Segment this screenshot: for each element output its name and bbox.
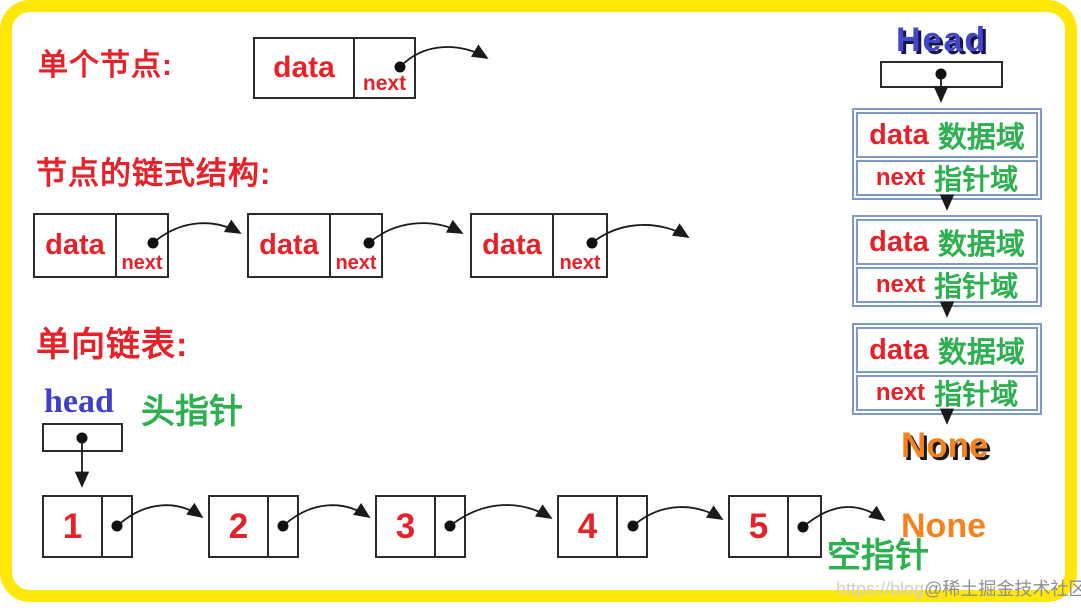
chain-node-1: data next — [33, 213, 169, 278]
watermark-url: https://blog — [836, 579, 925, 599]
pointer-dot — [444, 520, 456, 532]
data-field-label: data — [869, 225, 929, 258]
next-cell-label: next — [335, 252, 377, 274]
pointer-domain-label: 指针域 — [934, 164, 1019, 195]
arrow-chain-2-3 — [368, 219, 464, 244]
pointer-field-row: next 指针域 — [856, 267, 1038, 303]
arrow-list-4-5 — [632, 505, 724, 527]
pointer-domain-label: 指针域 — [934, 271, 1019, 302]
next-cell-label: next — [559, 252, 601, 274]
pointer-domain-label: 指针域 — [934, 379, 1019, 410]
pointer-dot — [277, 520, 289, 532]
data-cell: data — [249, 215, 331, 276]
pointer-dot — [363, 237, 375, 249]
none-label: None — [901, 507, 986, 545]
arrow-list-2-3 — [282, 502, 371, 527]
arrow-chain-3-out — [591, 223, 690, 244]
arrow-single-node-out — [399, 44, 489, 68]
data-cell: data — [472, 215, 554, 276]
next-cell-label: next — [362, 72, 407, 95]
next-cell: next — [117, 215, 167, 276]
list-node-1: 1 — [42, 495, 133, 558]
watermark: https://blog@稀土掘金技术社区 — [836, 579, 1081, 600]
chain-structure-label: 节点的链式结构: — [36, 156, 272, 191]
right-head-label: Head — [896, 21, 988, 59]
single-node-label: 单个节点: — [38, 49, 173, 82]
single-node-box: data next — [253, 37, 416, 99]
arrow-list-1-2 — [116, 502, 204, 527]
data-domain-label: 数据域 — [937, 122, 1025, 154]
arrow-chain-1-2 — [152, 219, 242, 244]
next-cell: next — [554, 215, 606, 276]
pointer-field-row: next 指针域 — [856, 160, 1038, 196]
right-none-label: None — [901, 426, 989, 465]
data-field-row: data 数据域 — [856, 219, 1038, 265]
data-cell: data — [255, 39, 355, 97]
value-cell: 4 — [559, 497, 618, 556]
pointer-dot — [586, 237, 598, 249]
data-field-label: data — [869, 333, 929, 366]
pointer-dot — [627, 520, 639, 532]
pointer-dot — [797, 521, 809, 533]
data-field-row: data 数据域 — [856, 112, 1038, 158]
pointer-dot — [76, 432, 88, 444]
node-block-2: data 数据域 next 指针域 — [852, 215, 1042, 307]
pointer-dot — [394, 61, 406, 73]
pointer-dot — [147, 237, 159, 249]
value-cell: 3 — [377, 497, 436, 556]
chain-node-3: data next — [470, 213, 608, 278]
next-field-label: next — [875, 271, 926, 298]
chain-node-2: data next — [247, 213, 383, 278]
node-block-1: data 数据域 next 指针域 — [852, 108, 1042, 200]
data-domain-label: 数据域 — [937, 229, 1025, 261]
data-field-label: data — [869, 118, 929, 151]
value-cell: 1 — [44, 497, 103, 556]
pointer-dot — [935, 68, 947, 80]
head-label: head — [44, 383, 114, 420]
value-cell: 5 — [730, 497, 789, 556]
linked-list-label: 单向链表: — [36, 326, 189, 364]
next-cell: next — [355, 39, 414, 97]
next-field-label: next — [875, 164, 926, 191]
data-cell: data — [35, 215, 117, 276]
node-block-3: data 数据域 next 指针域 — [852, 323, 1042, 415]
arrow-list-3-4 — [449, 504, 553, 527]
null-pointer-label: 空指针 — [827, 537, 929, 575]
head-pointer-label: 头指针 — [141, 393, 243, 431]
pointer-field-row: next 指针域 — [856, 375, 1038, 411]
next-cell: next — [331, 215, 381, 276]
data-domain-label: 数据域 — [937, 337, 1025, 369]
arrow-list-5-none — [802, 505, 886, 528]
data-field-row: data 数据域 — [856, 327, 1038, 373]
pointer-dot — [111, 520, 123, 532]
next-field-label: next — [875, 379, 926, 406]
value-cell: 2 — [210, 497, 269, 556]
watermark-handle: @稀土掘金技术社区 — [924, 579, 1081, 599]
next-cell-label: next — [121, 252, 163, 274]
